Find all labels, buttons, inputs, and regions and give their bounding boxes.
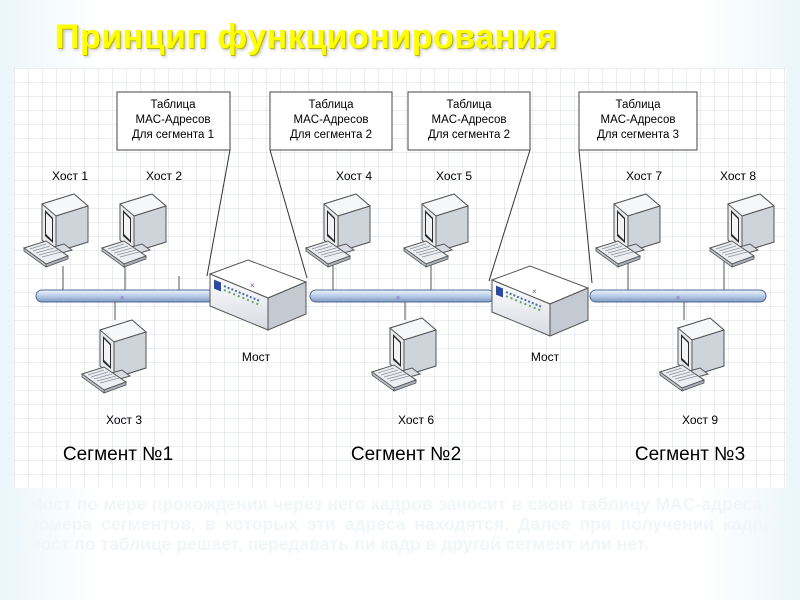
description-text: Мост по мере прохождения через него кадр… (28, 494, 778, 554)
svg-text:×: × (396, 295, 400, 302)
slide-title: Принцип функционирования (55, 18, 558, 56)
mac-table-3-line3: Для сегмента 2 (428, 129, 510, 141)
host-5-label: Хост 5 (436, 169, 472, 183)
host-2-label: Хост 2 (146, 169, 182, 183)
host-3-label: Хост 3 (106, 413, 142, 427)
segment-3-label: Сегмент №3 (635, 444, 745, 465)
svg-text:×: × (120, 295, 124, 302)
mac-table-3: Таблица MAC-Адресов Для сегмента 2 (407, 91, 531, 151)
mac-table-4: Таблица MAC-Адресов Для сегмента 3 (578, 91, 698, 151)
mac-table-2-line2: MAC-Адресов (294, 114, 369, 126)
network-diagram: × Таблица MAC-Адресов Для сегмента 1 Таб… (14, 68, 786, 488)
segment-2-label: Сегмент №2 (351, 444, 461, 465)
bridge-1-label: Мост (242, 350, 271, 364)
host-1-label: Хост 1 (52, 169, 88, 183)
bridge-2-label: Мост (531, 350, 560, 364)
mac-table-2: Таблица MAC-Адресов Для сегмента 2 (269, 91, 393, 151)
mac-table-4-line3: Для сегмента 3 (597, 129, 679, 141)
host-7-label: Хост 7 (626, 169, 662, 183)
mac-table-4-line1: Таблица (615, 99, 661, 111)
mac-table-3-line1: Таблица (446, 99, 492, 111)
host-6-label: Хост 6 (398, 413, 434, 427)
svg-text:×: × (676, 295, 680, 302)
mac-table-4-line2: MAC-Адресов (601, 114, 676, 126)
mac-table-1-line3: Для сегмента 1 (132, 129, 214, 141)
segment-1-label: Сегмент №1 (63, 444, 173, 465)
mac-table-1: Таблица MAC-Адресов Для сегмента 1 (116, 91, 231, 151)
host-9-label: Хост 9 (682, 413, 718, 427)
mac-table-3-line2: MAC-Адресов (432, 114, 507, 126)
callout-lines (206, 149, 593, 284)
mac-table-1-line2: MAC-Адресов (136, 114, 211, 126)
host-4-label: Хост 4 (336, 169, 372, 183)
segment-1-cable: × (35, 289, 215, 303)
drop-lines (62, 260, 725, 320)
mac-table-1-line1: Таблица (150, 99, 196, 111)
mac-table-2-line1: Таблица (308, 99, 354, 111)
host-8-label: Хост 8 (720, 169, 756, 183)
segment-3-cable: × (589, 289, 767, 303)
mac-table-2-line3: Для сегмента 2 (290, 129, 372, 141)
segment-2-cable: × (309, 289, 495, 303)
